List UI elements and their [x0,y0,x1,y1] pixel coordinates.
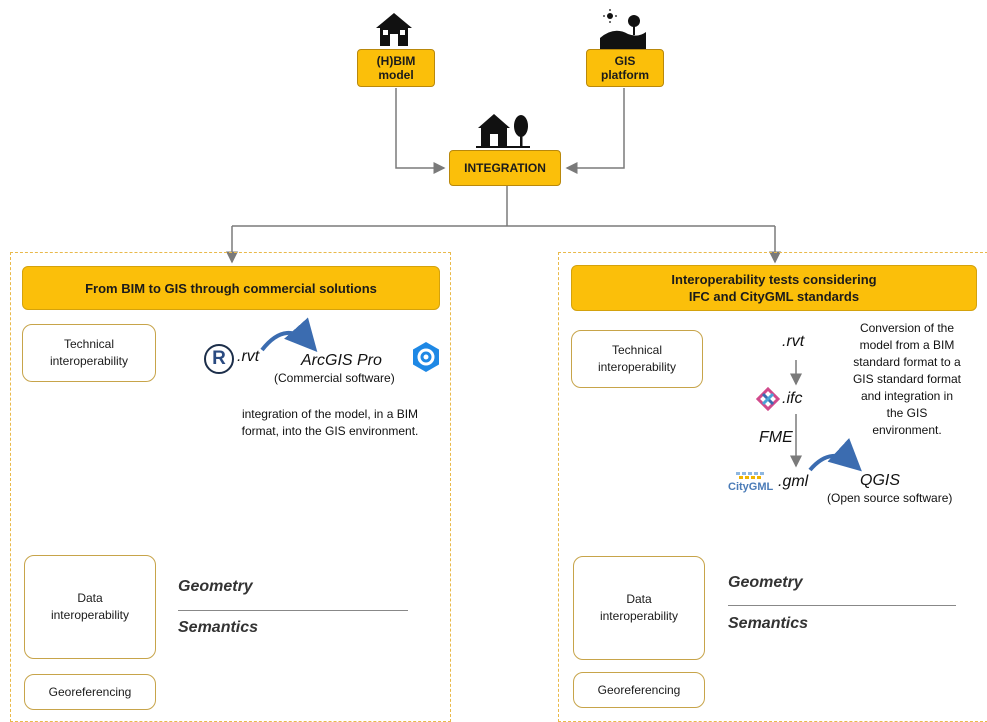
integration-box: INTEGRATION [449,150,561,186]
right-georef-box: Georeferencing [573,672,705,708]
curved-arrow-qgis [808,437,862,472]
arrow-gis-to-integration [565,88,625,174]
right-data-box: Data interoperability [573,556,705,660]
hbim-model-box: (H)BIM model [357,49,435,87]
left-data-box: Data interoperability [24,555,156,659]
ifc-icon [756,387,780,411]
landscape-icon [600,9,646,50]
left-technical-box: Technical interoperability [22,324,156,382]
left-divider [178,610,408,611]
left-semantics: Semantics [178,619,259,636]
left-geometry: Geometry [178,578,253,595]
gis-platform-box: GIS platform [586,49,664,87]
left-description: integration of the model, in a BIM forma… [241,407,419,438]
fme-label: FME [759,429,793,446]
curved-arrow-arcgis [260,317,318,352]
revit-letter: R [212,348,226,369]
qgis-note: (Open source software) [827,491,953,505]
left-rvt-label: .rvt [237,348,260,365]
citygml-dots-icon [736,472,764,479]
arcgis-icon [413,342,439,372]
gml-label: .gml [778,473,809,490]
right-geometry: Geometry [728,574,803,591]
arcgis-note: (Commercial software) [274,371,395,385]
right-semantics: Semantics [728,615,809,632]
house-icon [376,13,412,46]
qgis-label: QGIS [860,472,901,489]
right-description: Conversion of the model from a BIM stand… [852,321,962,437]
left-georef-box: Georeferencing [24,674,156,710]
revit-icon [204,344,234,374]
arrow-hbim-to-integration [395,88,446,174]
right-banner: Interoperability tests considering IFC a… [571,265,977,311]
arcgis-label: ArcGIS Pro [301,352,382,369]
right-divider [728,605,956,606]
ifc-label: .ifc [782,390,803,407]
left-banner: From BIM to GIS through commercial solut… [22,266,440,310]
right-technical-box: Technical interoperability [571,330,703,388]
right-rvt-label: .rvt [782,333,805,350]
house-tree-icon [476,114,530,148]
citygml-logo: CityGML [728,481,774,493]
